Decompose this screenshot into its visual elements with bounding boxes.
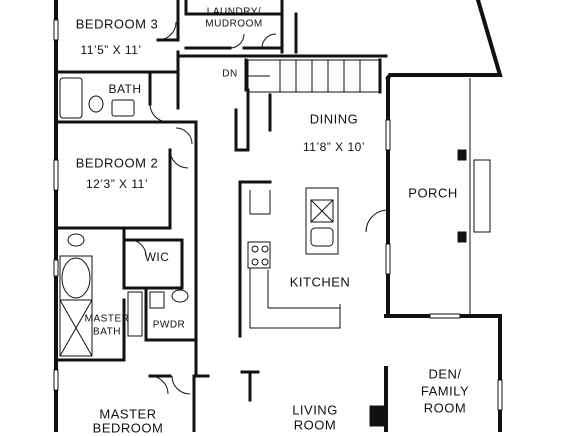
porch-name: PORCH bbox=[408, 185, 458, 201]
pwdr-name: PWDR bbox=[152, 319, 186, 331]
bedroom3-name: BEDROOM 3 bbox=[75, 16, 159, 32]
master-bedroom-line1: MASTER bbox=[99, 406, 157, 422]
door-swings bbox=[129, 21, 389, 395]
interior-walls bbox=[54, 0, 388, 432]
kitchen-name: KITCHEN bbox=[289, 274, 351, 290]
bedroom2-name: BEDROOM 2 bbox=[75, 155, 159, 171]
wic-name: WIC bbox=[144, 250, 170, 264]
master-bath-line2: BATH bbox=[93, 326, 121, 338]
fixtures bbox=[59, 59, 491, 427]
bedroom2-size: 12’3” X 11’ bbox=[86, 177, 148, 191]
master-bath-line1: MASTER bbox=[84, 313, 130, 325]
den-line3: ROOM bbox=[423, 400, 467, 416]
bath-name: BATH bbox=[108, 82, 142, 96]
stairs-dn-label: DN bbox=[222, 68, 238, 80]
den-line2: FAMILY bbox=[420, 383, 470, 399]
dining-name: DINING bbox=[309, 111, 359, 127]
den-line1: DEN/ bbox=[428, 366, 462, 382]
windows bbox=[53, 19, 503, 411]
laundry-line2: MUDROOM bbox=[205, 18, 263, 30]
master-bedroom-line2: BEDROOM bbox=[92, 420, 164, 436]
laundry-line1: LAUNDRY/ bbox=[206, 6, 262, 18]
living-line2: ROOM bbox=[293, 417, 337, 433]
living-line1: LIVING bbox=[292, 402, 338, 418]
bedroom3-size: 11’5” X 11’ bbox=[80, 43, 142, 57]
dining-size: 11’8” X 10’ bbox=[303, 140, 365, 154]
